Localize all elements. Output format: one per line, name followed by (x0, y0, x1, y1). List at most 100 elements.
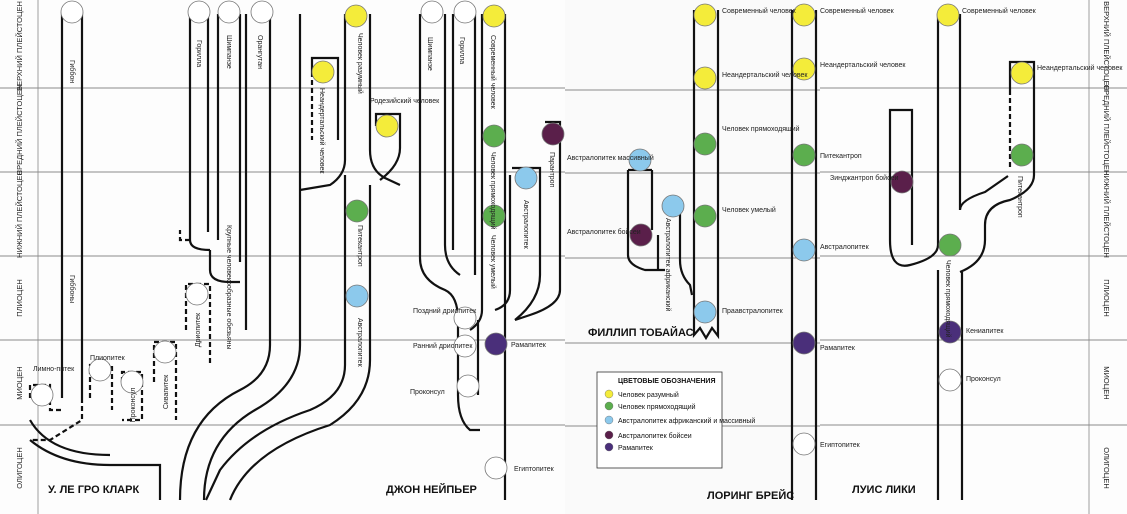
taxon-labels: Гиббон Гиббоны Горилла Шимпанзе Орангута… (33, 7, 1123, 473)
taxon-label: Сивапитек (163, 374, 170, 409)
empty-node-circle (453, 334, 477, 358)
epoch-label: ВЕРХНИЙ ПЛЕЙСТОЦЕН (1102, 1, 1111, 91)
taxon-label: Человек умелый (489, 235, 497, 289)
boisei-node (890, 170, 914, 194)
napier-ape-tree (418, 14, 562, 500)
taxon-label: Человек прямоходящий (944, 260, 952, 338)
tobias-tree (626, 10, 720, 341)
taxon-label: Дриопитек (195, 312, 202, 347)
author-title-tobias: ФИЛЛИП ТОБАЙАС (588, 326, 694, 339)
taxon-label: Плиопитек (90, 355, 126, 362)
taxon-label: Поздний дриопитек (413, 307, 477, 315)
boisei-node (629, 223, 653, 247)
taxon-label: Современный человек (820, 7, 895, 15)
epoch-labels-left: ВЕРХНИЙ ПЛЕЙСТОЦЕН СРЕДНИЙ ПЛЕЙСТОЦЕН НИ… (15, 1, 24, 489)
epoch-label: ОЛИГОЦЕН (1102, 447, 1111, 489)
taxon-label: Неандертальский человек (318, 88, 326, 174)
legend-title: ЦВЕТОВЫЕ ОБОЗНАЧЕНИЯ (618, 378, 716, 385)
taxon-label: Ранний дриопитек (413, 342, 473, 350)
erectus-node (792, 143, 816, 167)
taxon-label: Шимпанзе (426, 37, 433, 71)
taxon-label: Проконсул (410, 389, 445, 396)
taxon-label: Парантроп (548, 152, 555, 188)
australopithecus-node (792, 238, 816, 262)
taxon-label: Питекантроп (1016, 176, 1023, 218)
taxon-label: Кениапитек (966, 328, 1004, 335)
boisei-node (541, 122, 565, 146)
legend-item: Человек прямоходящий (618, 403, 696, 411)
taxon-label: Человек прямоходящий (722, 125, 800, 133)
australopithecus-node (628, 148, 652, 172)
legend-item: Рамапитек (618, 445, 654, 452)
taxon-label: Австралопитек бойсеи (567, 228, 641, 236)
taxon-label: Шимпанзе (225, 35, 232, 69)
clark-tree (28, 12, 302, 501)
australopithecus-node (514, 166, 538, 190)
epoch-label: НИЖНИЙ ПЛЕЙСТОЦЕН (15, 170, 24, 258)
author-title-leakey: ЛУИС ЛИКИ (852, 484, 916, 496)
empty-node-circle (185, 282, 209, 306)
legend-swatch (604, 389, 614, 399)
author-title-napier: ДЖОН НЕЙПЬЕР (386, 483, 477, 496)
epoch-label: ПЛИОЦЕН (15, 279, 24, 317)
epoch-label: СРЕДНИЙ ПЛЕЙСТОЦЕН (15, 85, 24, 176)
empty-node-circle (30, 383, 54, 407)
taxon-label: Проконсул (130, 388, 137, 423)
taxon-label: Горилла (195, 40, 202, 67)
sapiens-node (693, 3, 717, 27)
legend-swatch (604, 415, 614, 425)
sapiens-node (311, 60, 335, 84)
empty-node-circle (217, 0, 241, 24)
taxon-label: Рамапитек (511, 342, 547, 349)
taxon-label: Человек прямоходящий (489, 152, 497, 230)
taxon-label: Египтопитек (514, 466, 555, 473)
empty-node-circle (420, 0, 444, 24)
taxon-label: Горилла (458, 37, 465, 64)
taxon-label: Австралопитек массивный (567, 154, 654, 162)
taxon-label: Египтопитек (820, 442, 861, 449)
taxon-label: Зинджантроп бойсеи (830, 174, 898, 182)
taxon-label: Неандертальский человек (1037, 64, 1123, 72)
author-titles: У. ЛЕ ГРО КЛАРК ДЖОН НЕЙПЬЕР ФИЛЛИП ТОБА… (48, 326, 916, 502)
taxon-label: Родезийский человек (370, 97, 440, 105)
epoch-label: МИОЦЕН (1102, 366, 1111, 399)
erectus-node (482, 124, 506, 148)
brace-column (790, 10, 818, 500)
australopithecus-node (693, 300, 717, 324)
epoch-label: НИЖНИЙ ПЛЕЙСТОЦЕН (1102, 170, 1111, 258)
sapiens-node (693, 66, 717, 90)
empty-node-circle (153, 340, 177, 364)
taxon-label: Лимно-питек (33, 366, 75, 373)
sapiens-node (792, 3, 816, 27)
epoch-label: СРЕДНИЙ ПЛЕЙСТОЦЕН (1102, 85, 1111, 176)
panel-right (820, 0, 1127, 514)
taxon-label: Проконсул (966, 376, 1001, 383)
taxon-label: Человек разумный (356, 33, 364, 94)
empty-node-circle (938, 368, 962, 392)
taxon-label: Гиббоны (68, 275, 76, 303)
ramapithecus-node (938, 320, 962, 344)
epoch-label: ПЛИОЦЕН (1102, 279, 1111, 317)
taxon-label: Австралопитек африканский (664, 218, 672, 311)
ramapithecus-node (792, 331, 816, 355)
taxon-label: Австралопитек (356, 318, 363, 368)
empty-node-circle (456, 374, 480, 398)
taxon-label: Гиббон (68, 60, 76, 83)
taxon-label: Неандертальский человек (722, 71, 808, 79)
empty-node-circle (88, 358, 112, 382)
leakey-tree (888, 14, 1036, 500)
taxon-label: Крупные человекообразные обезьяны (225, 225, 233, 350)
erectus-node (938, 233, 962, 257)
taxon-label: Питекантроп (820, 153, 862, 160)
legend-swatch (604, 401, 614, 411)
legend-item: Австралопитек африканский и массивный (618, 417, 755, 425)
taxon-label: Австралопитек (820, 244, 870, 251)
author-title-clark: У. ЛЕ ГРО КЛАРК (48, 484, 139, 496)
australopithecus-node (345, 284, 369, 308)
ramapithecus-node (484, 332, 508, 356)
empty-node-circle (250, 0, 274, 24)
taxon-label: Орангутан (256, 35, 263, 69)
legend-item: Человек разумный (618, 391, 679, 399)
napier-human-tree (205, 14, 402, 501)
